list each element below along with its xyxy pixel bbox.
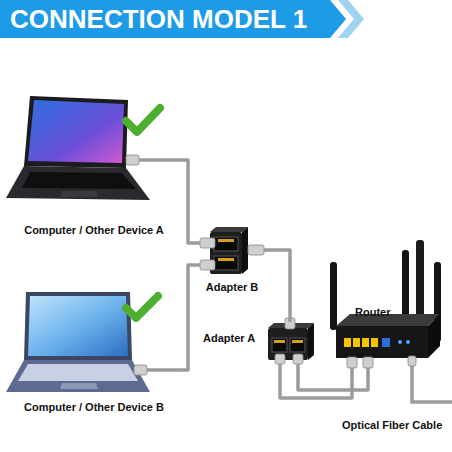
adapter-side [308,323,314,360]
rj45-plug [347,357,357,368]
fiber-plug [408,356,416,366]
router-side [428,314,440,358]
ethernet-cable [298,364,368,390]
rj45-plug [126,155,139,165]
rj45-plug [200,260,215,270]
device-label: Computer / Other Device B [8,401,180,414]
device-node: Computer / Other Device B [8,285,180,415]
fiber-cable [412,358,452,402]
check-mark [126,296,158,318]
cable-label: Optical Fiber Cable [342,419,442,432]
port-pins [218,239,234,242]
laptop-keyboard [18,364,138,381]
router-antenna [402,250,409,320]
port-pins [292,340,303,343]
check-mark [126,108,160,132]
cable-wire [138,158,180,162]
device-label: Adapter A [203,332,265,345]
rj45-port [290,338,305,352]
laptop-display [28,100,124,163]
adapter-side [242,227,248,274]
device-node: Adapter B [200,228,264,296]
router-body [336,326,428,358]
device-label: Computer / Other Device A [8,224,180,237]
laptop-screen-frame [24,96,128,168]
laptop-display [28,296,128,356]
port-pins [218,258,234,261]
laptop-touchpad [60,383,98,389]
rj45-port [214,237,238,251]
device-node: Adapter A [200,322,315,364]
lan-port [353,338,360,347]
rj45-port [272,338,287,352]
lan-port [371,338,378,347]
port-pins [274,340,285,343]
status-led [406,340,410,344]
ethernet-cable [180,160,200,243]
rj45-plug [134,365,147,375]
rj45-plug [293,354,303,364]
rj45-plug [248,245,264,255]
device-node: Router [330,250,445,368]
banner-chevron [338,0,364,38]
device-node: Computer / Other Device A [8,90,180,238]
laptop-touchpad [60,191,98,197]
device-label: Router [355,306,405,319]
rj45-port [214,256,238,270]
router-antenna [330,262,337,330]
ethernet-cable [264,250,290,322]
laptop-base [6,360,150,392]
device-label: Adapter B [200,281,264,294]
laptop-base [6,166,150,200]
router-antenna [416,240,424,320]
lan-port [362,338,369,347]
wan-port [382,338,390,347]
cable-wire [146,368,180,372]
ethernet-cable [180,265,200,370]
laptop-screen-frame [24,292,132,360]
laptop-keyboard [22,172,136,189]
rj45-plug [275,354,285,364]
status-led [398,340,402,344]
title-banner [0,0,346,38]
lan-port [344,338,351,347]
rj45-plug [200,238,215,248]
adapter-top [210,227,248,232]
ethernet-cable [280,364,352,398]
rj45-plug [363,357,373,368]
diagram-title: CONNECTION MODEL 1 [10,4,307,34]
